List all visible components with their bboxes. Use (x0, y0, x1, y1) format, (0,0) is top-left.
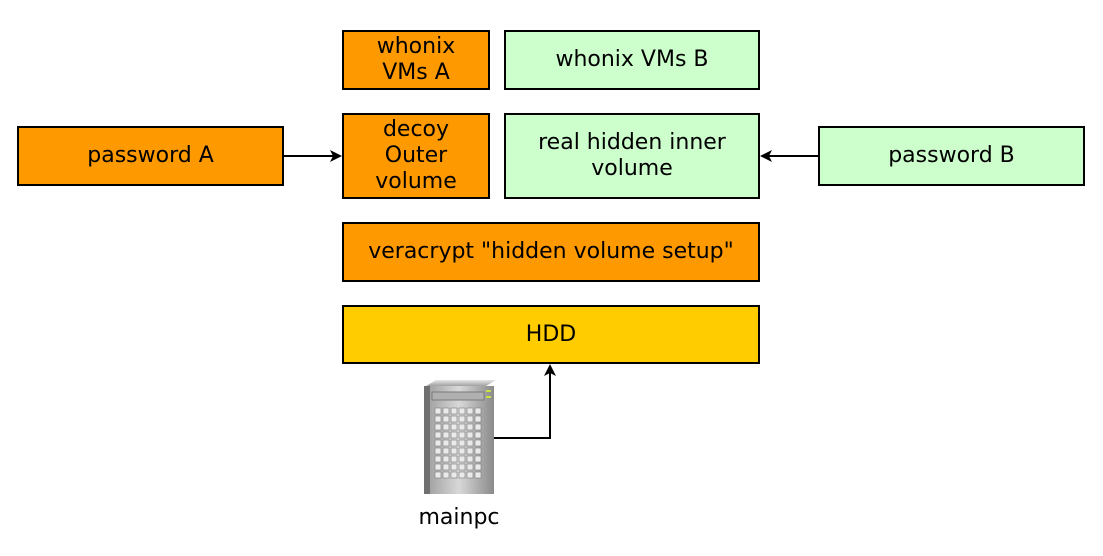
real-hidden-inner-volume-box: real hidden inner volume (504, 113, 760, 199)
decoy-outer-volume-box: decoy Outer volume (342, 113, 490, 199)
mainpc-label: mainpc (418, 505, 500, 530)
password-a-box: password A (17, 126, 284, 186)
server-tower-icon (424, 380, 496, 494)
veracrypt-hidden-volume-setup-box: veracrypt "hidden volume setup" (342, 222, 760, 282)
whonix-vms-b-box: whonix VMs B (504, 30, 760, 90)
whonix-vms-a-box: whonix VMs A (342, 30, 490, 90)
arrow-mainpc-to-hdd (494, 364, 556, 439)
password-b-box: password B (818, 126, 1085, 186)
hdd-box: HDD (342, 305, 760, 364)
